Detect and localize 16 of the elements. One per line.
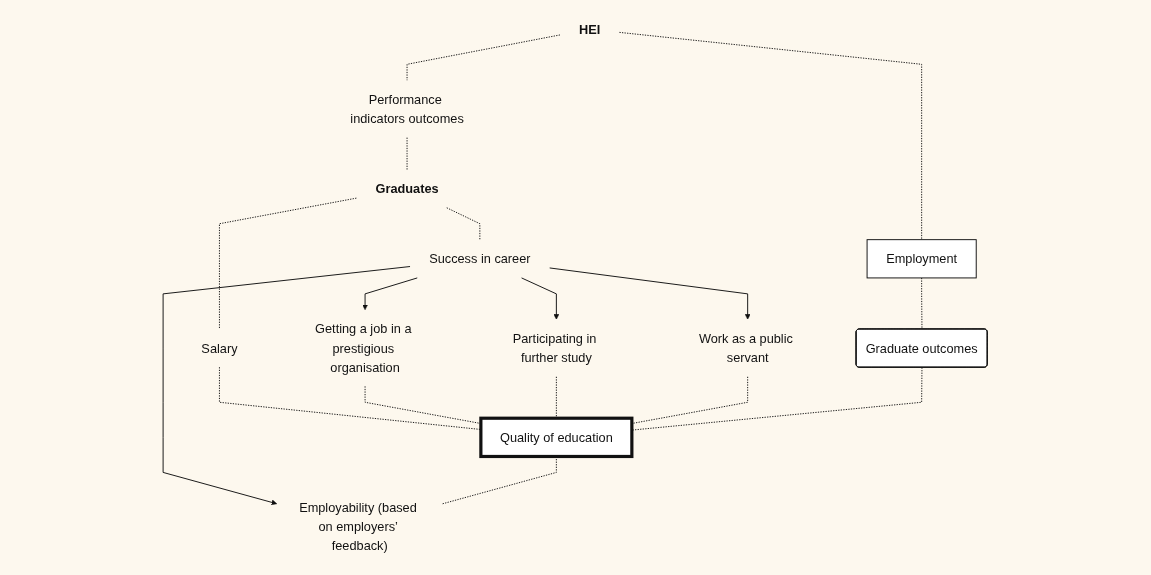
node-text: Participating in further study <box>513 331 597 365</box>
connector <box>446 207 481 241</box>
node-text: Success in career <box>429 251 531 266</box>
connector <box>219 197 358 330</box>
node-text: Employability (based on employers’ feedback) <box>299 500 418 553</box>
connector <box>921 277 923 330</box>
connector <box>406 34 561 81</box>
node-box: Quality of education <box>479 416 634 459</box>
node-box: Employment <box>866 239 978 279</box>
node-text: Getting a job in a prestigious organisation <box>315 321 412 375</box>
node-text: Graduates <box>375 181 439 196</box>
node-text: Performance indicators outcomes <box>350 92 465 126</box>
node-text: Work as a public servant <box>699 331 794 365</box>
node-text: HEI <box>579 22 601 37</box>
connector <box>619 31 923 241</box>
node-text: Salary <box>201 341 238 356</box>
